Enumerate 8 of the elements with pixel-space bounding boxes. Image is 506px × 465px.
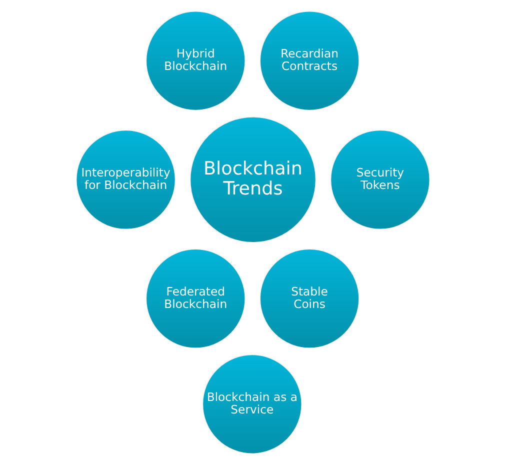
node-circle: Security Tokens bbox=[330, 130, 430, 230]
node-circle: Interoperability for Blockchain bbox=[76, 130, 176, 230]
node-circle: Hybrid Blockchain bbox=[146, 10, 246, 111]
node-circle: Blockchain Trends bbox=[190, 116, 316, 243]
node-circle: Stable Coins bbox=[260, 248, 360, 348]
node-circle: Blockchain as a Service bbox=[202, 354, 302, 454]
node-circle: Federated Blockchain bbox=[146, 248, 246, 348]
node-circle: Recardian Contracts bbox=[260, 10, 360, 111]
